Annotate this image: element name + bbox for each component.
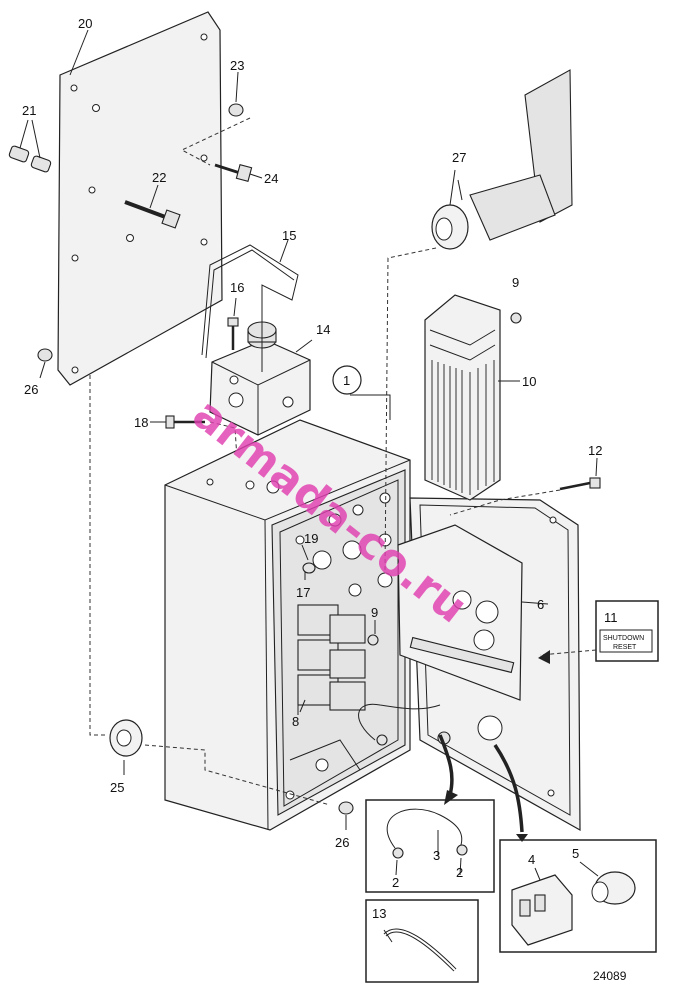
- label-2a: 2: [392, 875, 399, 890]
- label-17: 17: [296, 585, 310, 600]
- label-24: 24: [264, 171, 278, 186]
- label-6: 6: [537, 597, 544, 612]
- label-27: 27: [452, 150, 466, 165]
- panel-text-shutdown: SHUTDOWN: [603, 635, 644, 642]
- label-25: 25: [110, 780, 124, 795]
- label-22: 22: [152, 170, 166, 185]
- label-2b: 2: [456, 865, 463, 880]
- nut-and-bolt: [180, 103, 263, 182]
- label-4: 4: [528, 852, 535, 867]
- inset-earth-cable: [365, 799, 495, 893]
- label-13: 13: [372, 906, 386, 921]
- relay-block: [297, 604, 366, 715]
- panel-text-reset: RESET: [613, 644, 637, 651]
- inset-cable-tie: [365, 899, 479, 983]
- label-15: 15: [282, 228, 296, 243]
- label-21: 21: [22, 103, 36, 118]
- conduit-gland: [350, 69, 573, 571]
- label-9b: 9: [371, 605, 378, 620]
- terminal-strip: [424, 294, 522, 501]
- label-10: 10: [522, 374, 536, 389]
- callout-circle-1: [332, 365, 362, 395]
- relay-housing: [201, 239, 313, 436]
- label-20: 20: [78, 16, 92, 31]
- figure-number: 24089: [593, 969, 627, 983]
- spacer-25: [89, 375, 331, 806]
- label-23: 23: [230, 58, 244, 73]
- label-5: 5: [572, 846, 579, 861]
- circuit-board: [397, 524, 549, 701]
- label-16: 16: [230, 280, 244, 295]
- label-14: 14: [316, 322, 330, 337]
- label-19: 19: [304, 531, 318, 546]
- nuts-26: [37, 348, 354, 830]
- label-11: 11: [604, 610, 618, 625]
- leader-lines: [69, 29, 462, 876]
- spacer-pair: [8, 119, 52, 173]
- label-1: 1: [343, 373, 350, 388]
- label-26a: 26: [24, 382, 38, 397]
- inset-shutdown-panel: [539, 600, 659, 662]
- bolt-long: [124, 184, 181, 229]
- inset-connector: [499, 839, 657, 953]
- label-8: 8: [292, 714, 299, 729]
- callout-arrows: [438, 650, 550, 842]
- mounting-plate: [57, 11, 223, 386]
- bolt-12: [449, 457, 601, 516]
- label-18: 18: [134, 415, 148, 430]
- label-9a: 9: [512, 275, 519, 290]
- label-26b: 26: [335, 835, 349, 850]
- label-3: 3: [433, 848, 440, 863]
- label-12: 12: [588, 443, 602, 458]
